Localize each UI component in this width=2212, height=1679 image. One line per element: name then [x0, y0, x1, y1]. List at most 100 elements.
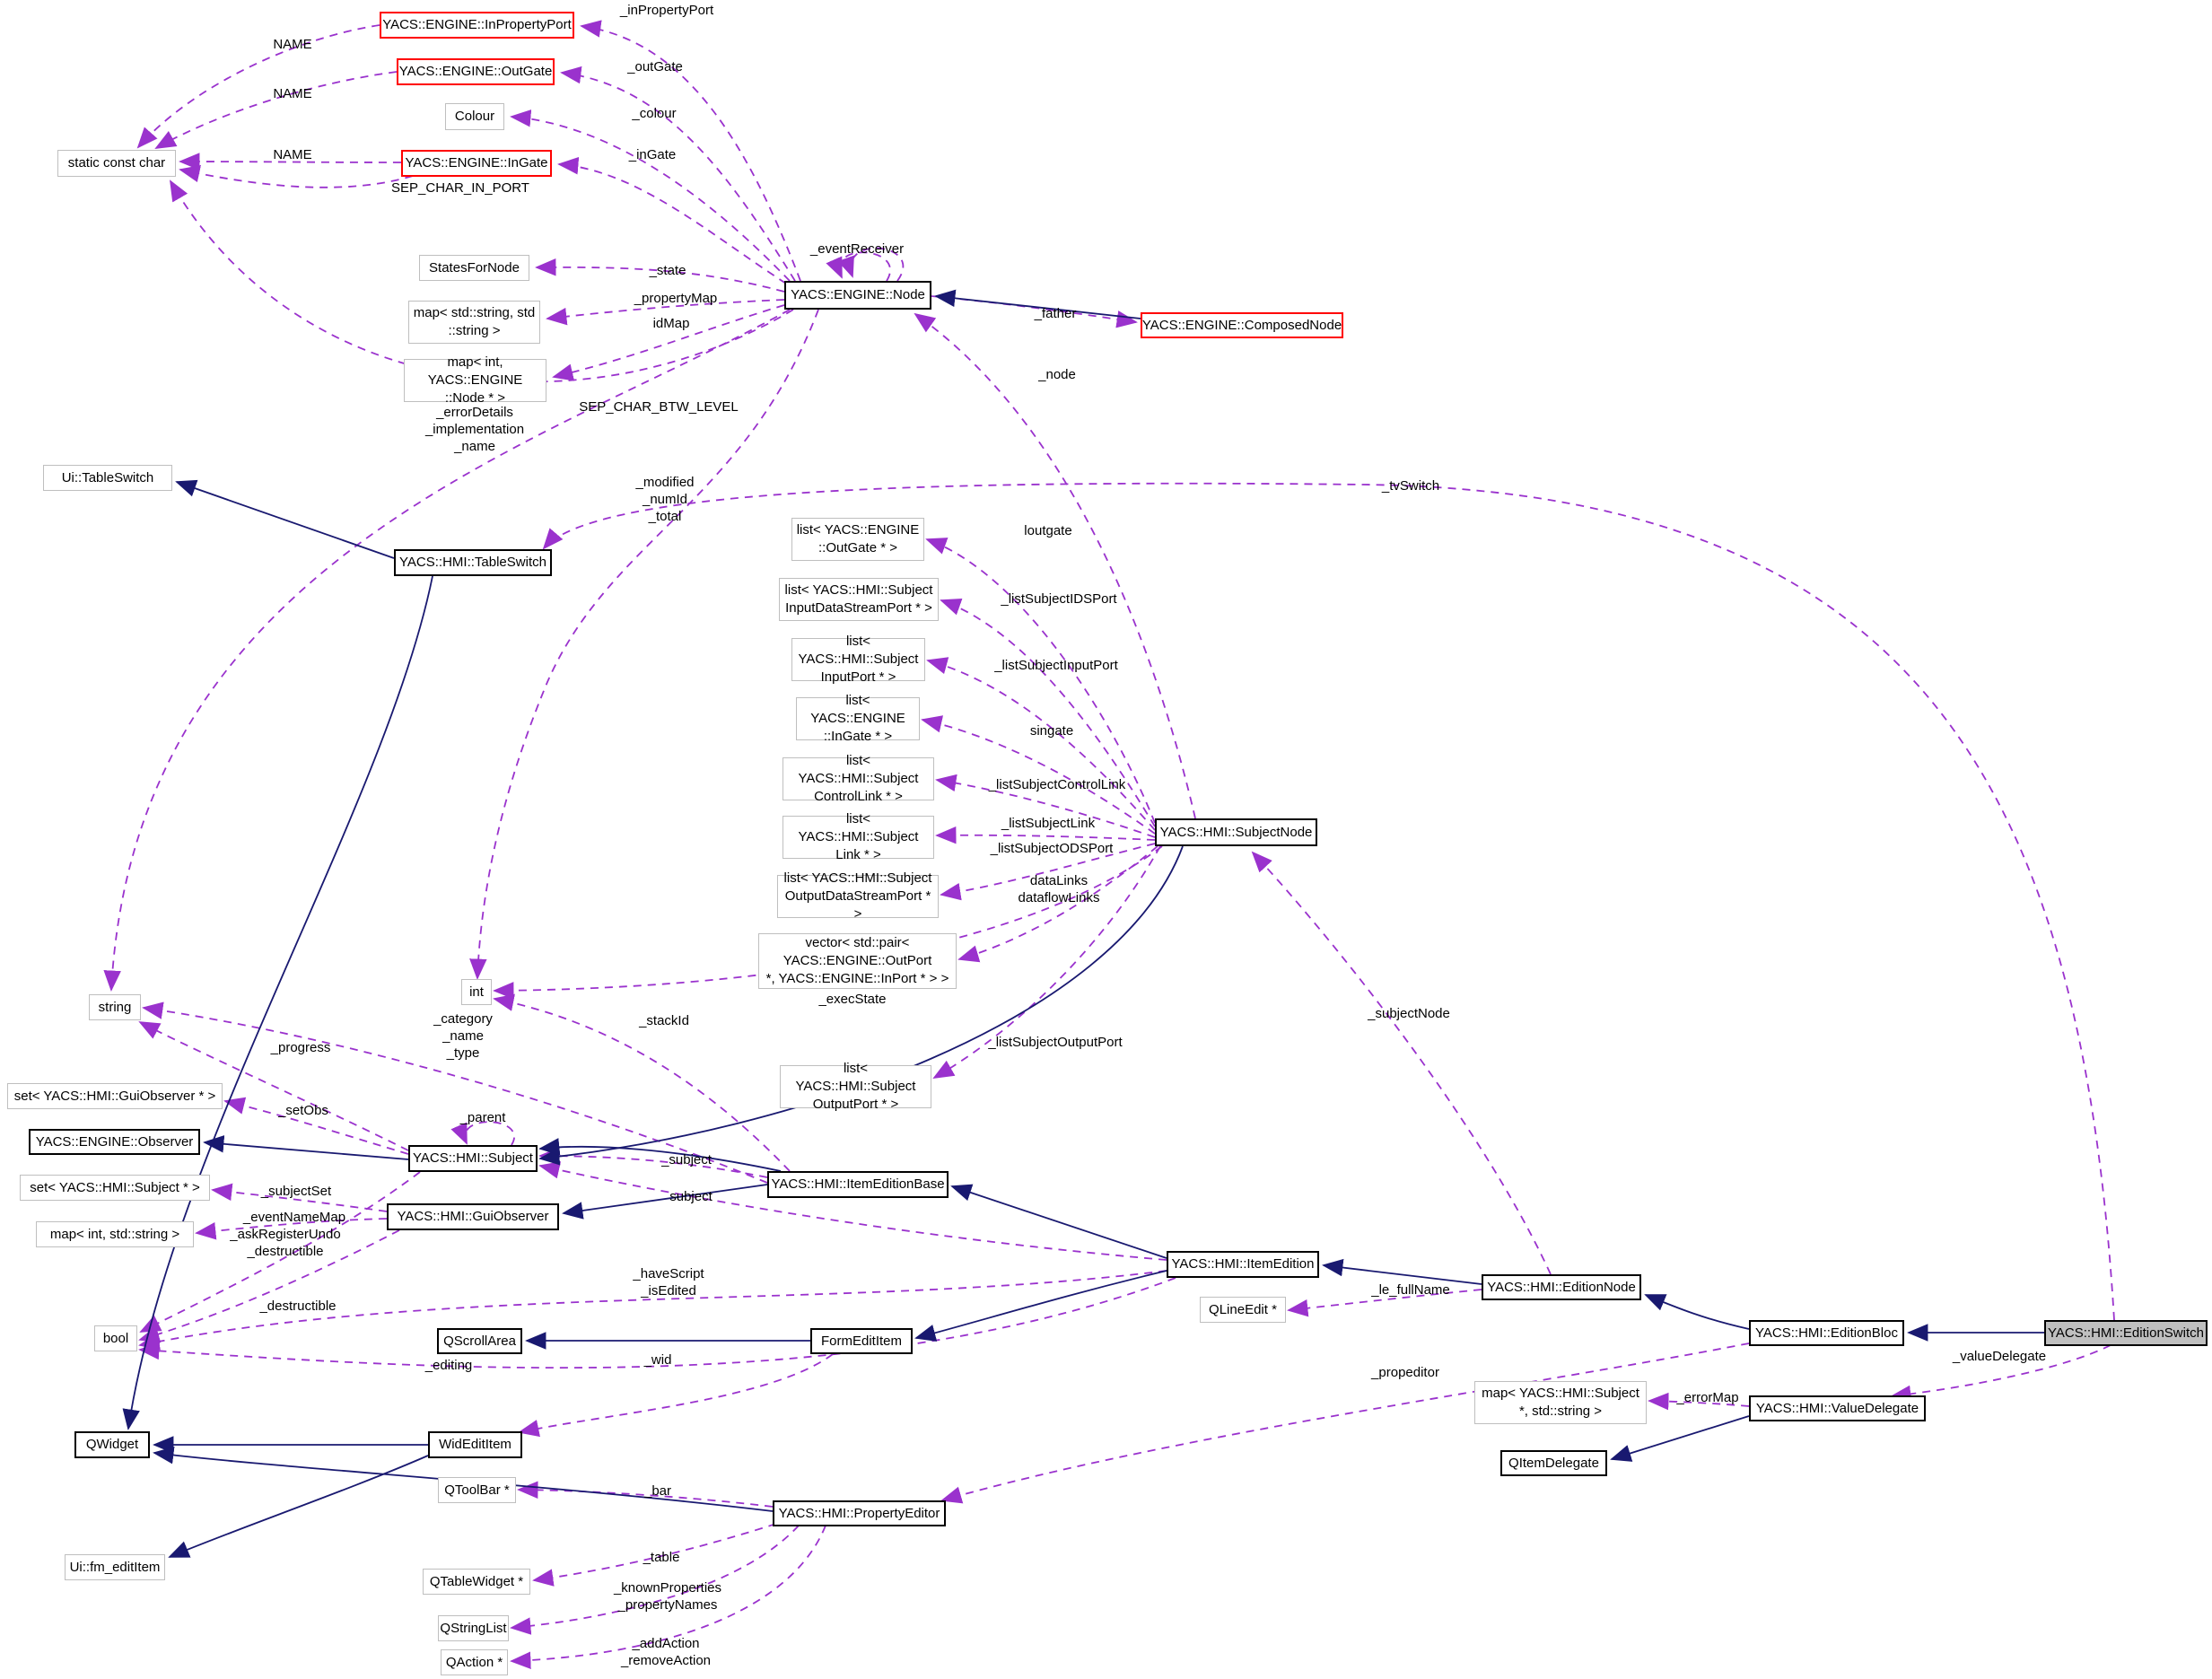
- inherit-subject-observer: [203, 1135, 409, 1160]
- class-box-yacs-hmi-editionbloc[interactable]: YACS::HMI::EditionBloc: [1749, 1320, 1904, 1346]
- edge-node: [914, 312, 1196, 819]
- edge-askRegisterUndo: [139, 1171, 421, 1333]
- class-box-yacs-engine-node[interactable]: YACS::ENGINE::Node: [784, 281, 931, 310]
- edge-label-havescript: _haveScript _isEdited: [633, 1266, 704, 1299]
- inherit-itemeditionbase-subject: [538, 1138, 782, 1172]
- class-box-yacs-hmi-editionnode[interactable]: YACS::HMI::EditionNode: [1482, 1274, 1641, 1300]
- class-box-yacs-engine-inpropertyport[interactable]: YACS::ENGINE::InPropertyPort: [380, 12, 574, 39]
- inherit-tableswitch-uitableswitch: [175, 479, 395, 559]
- edge-label-father: _father: [1034, 306, 1077, 321]
- class-box-map-int-node: map< int, YACS::ENGINE ::Node * >: [404, 354, 546, 406]
- edge-label-table: _table: [643, 1550, 680, 1565]
- class-box-static-const-char: static const char: [57, 150, 176, 177]
- edge-inGate: [557, 157, 787, 284]
- class-box-set-subject: set< YACS::HMI::Subject * >: [20, 1175, 210, 1201]
- class-box-int: int: [461, 979, 492, 1005]
- edge-label-ingate: _inGate: [628, 147, 677, 162]
- edge-valueDelegate: [1890, 1344, 2111, 1404]
- class-box-yacs-hmi-valuedelegate[interactable]: YACS::HMI::ValueDelegate: [1749, 1395, 1926, 1421]
- inherit-tableswitch-qwidget: [122, 575, 433, 1430]
- inherit-composednode-node: [934, 289, 1141, 319]
- class-box-yacs-engine-composednode[interactable]: YACS::ENGINE::ComposedNode: [1141, 312, 1343, 338]
- class-box-bool: bool: [94, 1325, 137, 1351]
- class-box-widedititem[interactable]: WidEditItem: [428, 1431, 522, 1458]
- class-box-yacs-engine-outgate[interactable]: YACS::ENGINE::OutGate: [397, 58, 555, 85]
- class-box-list-ingate: list< YACS::ENGINE ::InGate * >: [796, 693, 920, 744]
- edge-sep-char-btw-level: [170, 179, 794, 383]
- class-box-yacs-hmi-subject[interactable]: YACS::HMI::Subject: [408, 1145, 538, 1172]
- class-box-map-int-string: map< int, std::string >: [36, 1221, 194, 1247]
- edge-label-propeditor: _propeditor: [1371, 1365, 1439, 1380]
- class-box-yacs-hmi-propertyeditor[interactable]: YACS::HMI::PropertyEditor: [773, 1500, 946, 1526]
- edge-label-addaction: _addAction _removeAction: [620, 1636, 712, 1668]
- edge-label-tvswitch: _tvSwitch: [1381, 478, 1440, 494]
- class-box-yacs-engine-observer[interactable]: YACS::ENGINE::Observer: [29, 1129, 200, 1155]
- edge-label-eventnamemap: _eventNameMap: [242, 1210, 346, 1225]
- edge-state: [535, 258, 785, 293]
- class-box-yacs-hmi-guiobserver[interactable]: YACS::HMI::GuiObserver: [387, 1203, 559, 1230]
- edge-label-subjectnode: _subjectNode: [1368, 1006, 1450, 1021]
- edge-subject-2: [538, 1161, 1167, 1261]
- edge-colour: [510, 109, 791, 282]
- class-box-qstringlist: QStringList: [438, 1615, 509, 1641]
- edge-listSubjectLink: [935, 826, 1156, 844]
- edge-modified: [469, 309, 819, 980]
- edge-bar: [517, 1481, 774, 1508]
- edge-label-setobs: _setObs: [278, 1103, 328, 1118]
- edge-label-subject-1: _subject: [661, 1152, 712, 1167]
- class-box-formedititem[interactable]: FormEditItem: [810, 1328, 913, 1354]
- edge-label-outgate: _outGate: [627, 59, 683, 74]
- edge-category: [142, 1001, 768, 1184]
- edge-tvSwitch: [542, 482, 2115, 1321]
- usage-edges: [103, 20, 2115, 1669]
- edge-listSubjectIDSPort: [940, 599, 1156, 827]
- inherit-itemedition-itemeditionbase: [950, 1184, 1167, 1259]
- class-box-qtablewidget: QTableWidget *: [423, 1569, 530, 1595]
- edge-label-datalinks: dataLinks dataflowLinks: [1018, 873, 1100, 905]
- edge-label-le-fullname: _le_fullName: [1371, 1282, 1450, 1298]
- class-box-yacs-hmi-itemeditionbase[interactable]: YACS::HMI::ItemEditionBase: [767, 1171, 949, 1198]
- edge-label-progress: _progress: [270, 1040, 331, 1055]
- inherit-valuedelegate-qitemdelegate: [1610, 1415, 1750, 1462]
- class-box-qwidget[interactable]: QWidget: [74, 1431, 150, 1458]
- class-box-map-string-string: map< std::string, std ::string >: [408, 301, 540, 344]
- edge-knownProperties: [510, 1525, 800, 1635]
- class-box-qitemdelegate[interactable]: QItemDelegate: [1500, 1450, 1607, 1476]
- edge-destructible: [138, 1229, 400, 1343]
- class-box-yacs-hmi-itemedition[interactable]: YACS::HMI::ItemEdition: [1167, 1251, 1319, 1278]
- edge-label-modified: _modified _numId _total: [635, 475, 695, 524]
- edge-label-inpropertyport: _inPropertyPort: [619, 3, 714, 18]
- class-box-ui-fm-edititem: Ui::fm_editItem: [65, 1554, 165, 1580]
- edge-name-1: [136, 24, 380, 149]
- edge-listSubjectODSPort: [940, 843, 1156, 901]
- edge-label-editing: _editing: [424, 1358, 473, 1373]
- edge-label-eventreceiver: _eventReceiver: [809, 241, 905, 257]
- class-box-yacs-engine-ingate[interactable]: YACS::ENGINE::InGate: [401, 150, 552, 177]
- edge-subject-1: [538, 1147, 768, 1178]
- edge-sep-char-in-port: [179, 164, 414, 188]
- edge-label-subject-2: subject: [669, 1189, 713, 1204]
- edge-label-listsubjectcontrollink: _listSubjectControlLink: [988, 777, 1126, 792]
- edge-label-sep-char-in-port: SEP_CHAR_IN_PORT: [391, 180, 529, 196]
- edge-label-name-1: NAME: [273, 37, 312, 52]
- edge-label-wid: _wid: [643, 1352, 672, 1368]
- class-box-qscrollarea[interactable]: QScrollArea: [437, 1328, 522, 1354]
- edge-propertyMap: [546, 299, 785, 326]
- edge-label-listsubjectlink: _listSubjectLink: [1001, 816, 1096, 831]
- edge-label-node: _node: [1038, 367, 1076, 382]
- inherit-subjectnode-subject: [538, 845, 1184, 1166]
- class-box-yacs-hmi-subjectnode[interactable]: YACS::HMI::SubjectNode: [1155, 818, 1317, 846]
- class-box-yacs-hmi-tableswitch[interactable]: YACS::HMI::TableSwitch: [394, 549, 552, 576]
- inherit-propertyeditor-qwidget: [153, 1446, 774, 1512]
- edge-subjectSet: [211, 1183, 388, 1212]
- edge-label-listsubjectidsport: _listSubjectIDSPort: [1001, 591, 1117, 607]
- edge-listSubjectOutputPort: [932, 845, 1161, 1079]
- edge-label-sep-char-btw-level: SEP_CHAR_BTW_LEVEL: [579, 399, 739, 415]
- edge-subjectNode: [1251, 851, 1552, 1275]
- edge-errorMap: [1648, 1392, 1750, 1411]
- class-box-list-outgate: list< YACS::ENGINE ::OutGate * >: [791, 518, 924, 561]
- edge-errorDetails: [103, 309, 791, 992]
- edge-label-name-3: NAME: [273, 147, 312, 162]
- class-box-list-subjectoutputport: list< YACS::HMI::Subject OutputPort * >: [780, 1061, 931, 1112]
- edge-wid: [518, 1353, 834, 1438]
